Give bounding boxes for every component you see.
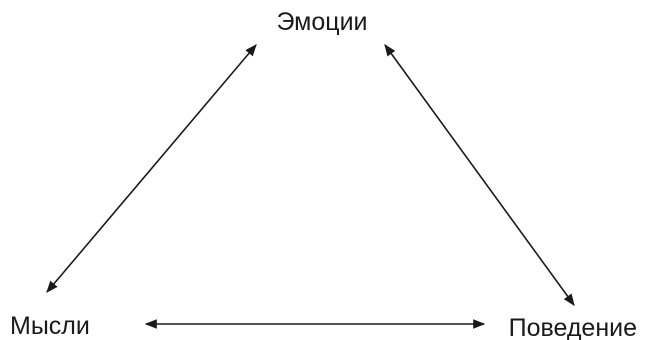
- edge-thoughts-emotions-arrow: [46, 44, 257, 293]
- node-emotions-label: Эмоции: [276, 8, 367, 36]
- node-behavior-label: Поведение: [509, 314, 637, 340]
- node-thoughts-label: Мысли: [10, 312, 90, 340]
- edge-emotions-behavior-arrow: [384, 44, 575, 306]
